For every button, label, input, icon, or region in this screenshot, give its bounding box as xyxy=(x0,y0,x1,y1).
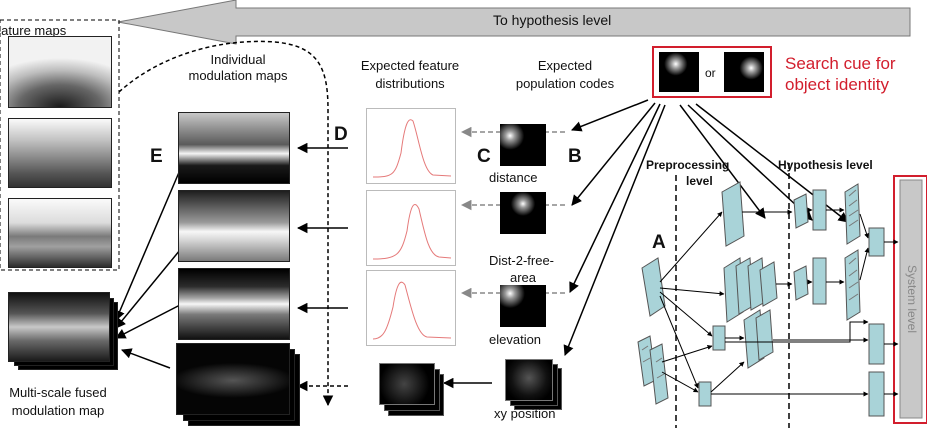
architecture-blocks xyxy=(637,181,885,417)
population-title-line2: population codes xyxy=(515,76,615,91)
arrow-e2 xyxy=(115,249,181,329)
fused-map-label-line1: Multi-scale fused xyxy=(9,385,107,400)
population-code-distance xyxy=(500,124,546,166)
gaussian-blob-icon xyxy=(724,52,764,92)
letter-a: A xyxy=(652,232,666,253)
feature-label-dist2free-line2: area xyxy=(510,270,537,285)
feature-map-1 xyxy=(8,36,112,108)
letter-c: C xyxy=(477,146,491,167)
gaussian-blob-icon xyxy=(659,52,699,92)
top-arrow-label: To hypothesis level xyxy=(493,12,612,28)
population-code-xy xyxy=(505,359,553,401)
preprocessing-label-line2: level xyxy=(686,174,713,188)
arrow-b5 xyxy=(679,104,766,219)
search-cue-box: or xyxy=(652,46,772,98)
distribution-curve xyxy=(372,281,452,340)
letter-d: D xyxy=(334,124,348,145)
distribution-curve xyxy=(372,119,452,178)
distribution-curve xyxy=(372,204,452,260)
feature-map-3 xyxy=(8,198,112,268)
arrow-b2 xyxy=(571,102,656,206)
arrow-b3 xyxy=(569,103,661,293)
arrow-b1 xyxy=(571,99,649,132)
distributions-title-line1: Expected feature xyxy=(360,58,460,73)
modulation-map-dist2free xyxy=(178,190,290,262)
arrow-b4 xyxy=(563,104,666,356)
system-level-frame xyxy=(893,175,927,424)
fused-map-label-line2: modulation map xyxy=(11,403,105,418)
search-cue-line1: Search cue for xyxy=(785,54,896,73)
population-code-dist2free xyxy=(500,192,546,234)
arrow-b6 xyxy=(687,104,813,221)
search-cue-line2: object identity xyxy=(785,75,889,94)
xy-map xyxy=(379,363,435,405)
system-level-label: System level xyxy=(905,264,919,334)
population-code-elevation xyxy=(500,285,546,327)
distribution-distance xyxy=(366,108,456,184)
distributions-title-line2: distributions xyxy=(375,76,445,91)
arrow-e1 xyxy=(114,169,181,321)
modulation-map-xy xyxy=(176,343,290,415)
fused-map xyxy=(8,292,110,362)
arrow-e4 xyxy=(121,348,171,369)
population-title-line1: Expected xyxy=(537,58,593,73)
layer-block-icon xyxy=(641,257,666,317)
modulation-title-line2: modulation maps xyxy=(188,68,288,83)
feature-label-xy: xy position xyxy=(494,406,556,421)
preprocessing-label-line1: Preprocessing xyxy=(646,158,730,172)
search-cue-or: or xyxy=(705,66,716,80)
letter-b: B xyxy=(568,146,582,167)
feature-maps-frame xyxy=(0,19,120,271)
distribution-dist2free xyxy=(366,190,456,266)
modulation-map-distance xyxy=(178,112,290,184)
system-level-bar xyxy=(899,179,923,419)
feature-label-distance: distance xyxy=(489,170,538,185)
feature-map-2 xyxy=(8,118,112,188)
distribution-elevation xyxy=(366,270,456,346)
feature-label-elevation: elevation xyxy=(489,332,542,347)
modulation-title-line1: Individual xyxy=(210,52,266,67)
letter-e: E xyxy=(150,146,163,167)
feature-maps-title: Feature maps xyxy=(0,23,67,38)
hypothesis-label: Hypothesis level xyxy=(778,158,873,172)
arrow-e3 xyxy=(115,304,181,339)
feature-label-dist2free-line1: Dist-2-free- xyxy=(489,253,555,268)
modulation-map-elevation xyxy=(178,268,290,340)
